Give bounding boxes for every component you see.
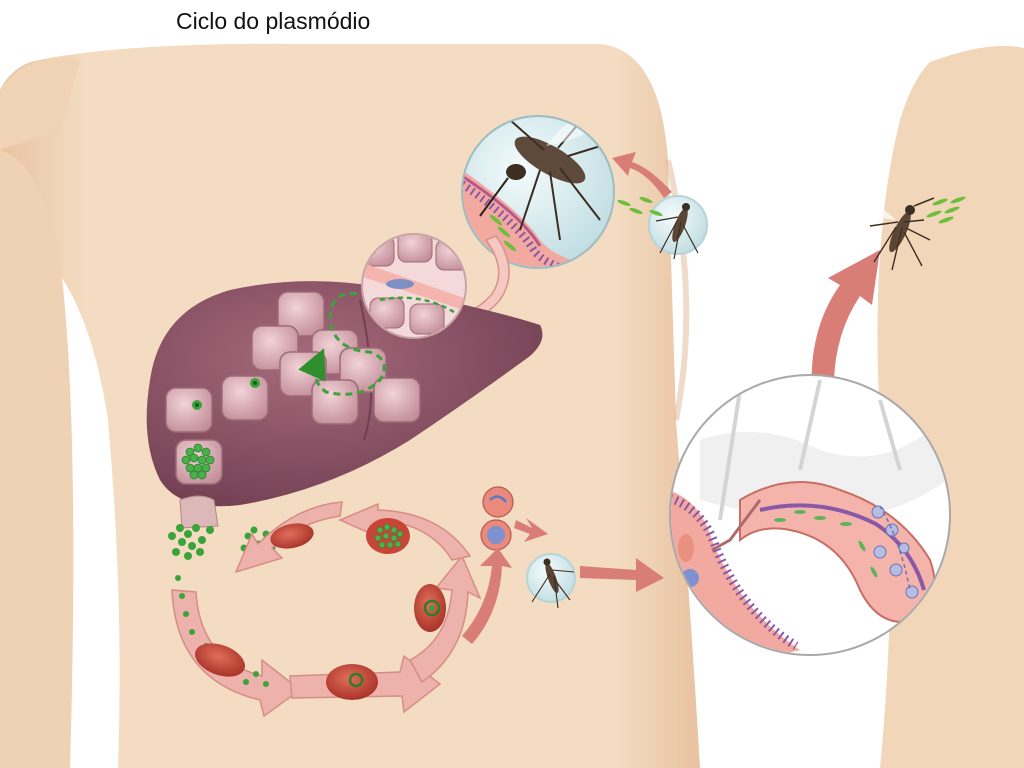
arrow-to-gut-lens — [580, 558, 664, 592]
gametocyte-icon — [480, 486, 514, 551]
mosquito-lens-upper — [617, 195, 708, 260]
arrow-to-mosquito — [811, 250, 880, 395]
mosquito-icon — [531, 558, 575, 609]
mosquito-icon — [655, 203, 699, 260]
sporozoite-icon — [489, 214, 517, 252]
cycle-top-band — [338, 502, 472, 561]
cycle-top-left-band — [234, 501, 343, 574]
schizont-cluster — [181, 443, 215, 480]
mosquito-icon — [869, 196, 966, 271]
arm-left — [0, 150, 74, 768]
cycle-right-band — [408, 554, 482, 684]
sporozoite-icon — [926, 196, 966, 224]
mosquito-lens-lower — [526, 553, 576, 609]
arrow-to-bite-lens — [612, 152, 672, 198]
page-title: Ciclo do plasmódio — [176, 8, 371, 34]
gut-wall — [671, 490, 800, 654]
merozoite-trail — [175, 575, 269, 687]
dashed-migration-path — [298, 291, 386, 396]
red-blood-cell-icon — [195, 518, 446, 700]
sporozoite-icon — [617, 196, 663, 217]
hepatocyte-icon — [165, 291, 421, 485]
gut-magnifier-lens — [669, 374, 951, 656]
parasite-in-hepatocyte — [192, 378, 260, 410]
arrow-gametocytes-to-mosquito — [514, 518, 548, 542]
arrow-cycle-to-gametocytes — [462, 548, 512, 644]
left-shoulder — [0, 58, 80, 150]
liver-icon — [146, 281, 543, 529]
